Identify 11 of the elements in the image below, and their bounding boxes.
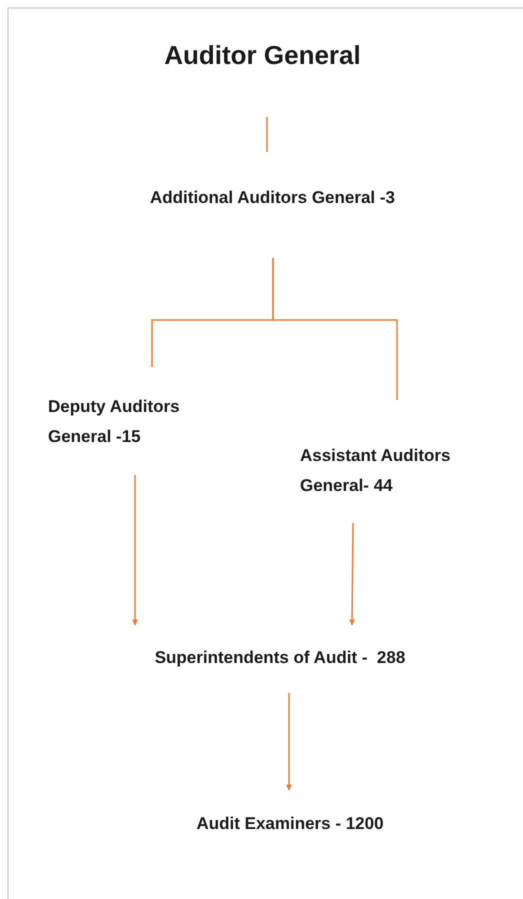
connector-line bbox=[272, 258, 398, 400]
arrow bbox=[349, 523, 356, 626]
role-label: Deputy Auditors General -15 bbox=[48, 367, 238, 475]
role-label: Assistant Auditors General- 44 bbox=[300, 400, 500, 523]
arrow bbox=[132, 475, 138, 626]
role-label: Auditor General bbox=[140, 40, 385, 117]
connector-line bbox=[266, 117, 268, 152]
arrow bbox=[286, 693, 292, 791]
role-label: Additional Auditors General -3 bbox=[100, 152, 445, 258]
role-label: Superintendents of Audit - 288 bbox=[105, 625, 455, 693]
role-label: Audit Examiners - 1200 bbox=[150, 790, 430, 845]
